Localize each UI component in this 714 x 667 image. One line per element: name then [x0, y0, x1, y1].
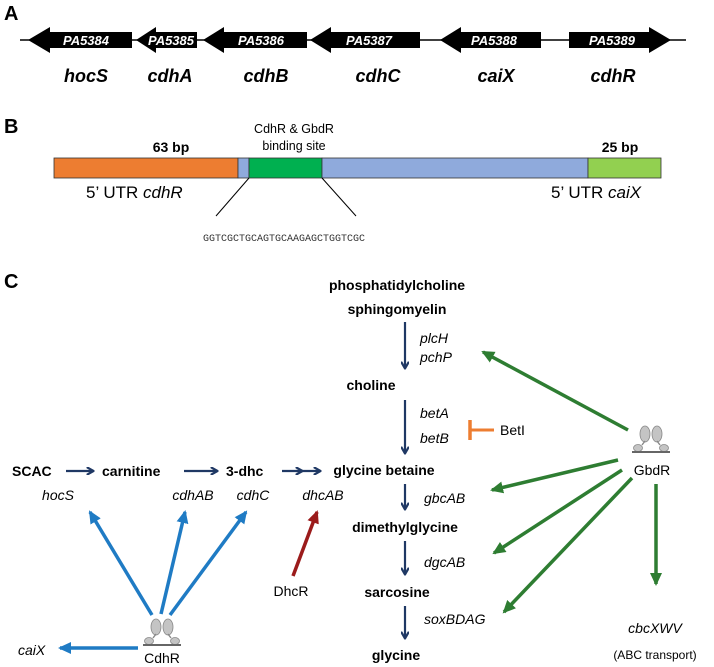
- binding-site-label-line1: CdhR & GbdR: [254, 122, 334, 136]
- dhcR-arrow-to-dhcAB: [291, 510, 319, 577]
- utr-cdhR-label: 5’ UTR cdhR: [86, 183, 183, 202]
- gene-arrow-cdhC: PA5387: [310, 27, 420, 53]
- gene-name-cdhB: cdhB: [244, 66, 289, 86]
- metabolite-3-dhc: 3-dhc: [226, 463, 264, 479]
- metabolite-dimethylglycine: dimethylglycine: [352, 519, 458, 535]
- panel-label-a: A: [4, 3, 18, 25]
- regulator-cdhR: CdhR: [144, 650, 180, 666]
- binding-sequence: GGTCGCTGCAGTGCAAGAGCTGGTCGC: [203, 234, 365, 245]
- gene-tag-cdhA: PA5385: [148, 33, 195, 48]
- spacer-segment: [237, 157, 250, 179]
- panel-label-b: B: [4, 116, 18, 138]
- cdhR-arrow-to-hocS: [88, 510, 154, 616]
- gene-arrow-caiX: PA5388: [440, 27, 541, 53]
- enzyme-soxBDAG: soxBDAG: [424, 611, 486, 627]
- zoom-line-left: [215, 177, 250, 217]
- utr-cdhR-segment: [53, 157, 239, 179]
- enzyme-hocS: hocS: [42, 487, 75, 503]
- gene-name-cdhA: cdhA: [148, 66, 193, 86]
- regulator-gbdR: GbdR: [634, 462, 671, 478]
- enzyme-gbcAB: gbcAB: [424, 490, 465, 506]
- gene-arrow-cdhB: PA5386: [203, 27, 307, 53]
- gene-tag-cdhB: PA5386: [238, 33, 285, 48]
- gene-tag-caiX: PA5388: [471, 33, 518, 48]
- binding-site-label-line2: binding site: [262, 139, 325, 153]
- metabolite-sphingomyelin: sphingomyelin: [348, 301, 447, 317]
- gbdR-arrow-to-pchP: [481, 350, 629, 432]
- metabolite-choline: choline: [346, 377, 395, 393]
- enzyme-pchP: pchP: [419, 349, 453, 365]
- gene-name-hocS: hocS: [64, 66, 108, 86]
- utr-caiX-segment: [587, 157, 662, 179]
- gene-arrow-hocS: PA5384: [28, 27, 132, 53]
- cdhR-arrow-to-cdhC: [168, 510, 248, 617]
- regulator-betI: BetI: [500, 422, 525, 438]
- abc-transport-label: (ABC transport): [613, 648, 696, 662]
- gene-tag-cdhR: PA5389: [589, 33, 636, 48]
- regulator-dhcR: DhcR: [273, 583, 308, 599]
- metabolite-glycine-betaine: glycine betaine: [333, 462, 434, 478]
- gbdR-arrow-to-dgcAB: [492, 468, 623, 555]
- enzyme-dgcAB: dgcAB: [424, 554, 465, 570]
- intergenic-segment: [321, 157, 589, 179]
- enzyme-betB: betB: [420, 430, 449, 446]
- enzyme-dhcAB: dhcAB: [302, 487, 343, 503]
- zoom-line-right: [321, 177, 357, 217]
- metabolite-scac: SCAC: [12, 463, 52, 479]
- left-length-label: 63 bp: [153, 139, 190, 155]
- enzyme-cdhC: cdhC: [237, 487, 271, 503]
- gene-tag-hocS: PA5384: [63, 33, 110, 48]
- metabolite-sarcosine: sarcosine: [364, 584, 430, 600]
- gene-name-caiX: caiX: [477, 66, 515, 86]
- gene-caiX-target: caiX: [18, 642, 46, 658]
- panel-label-c: C: [4, 271, 18, 293]
- cdhR-arrow-to-cdhAB: [159, 510, 189, 615]
- gene-cbcXWV: cbcXWV: [628, 620, 683, 636]
- gbdR-protein-icon: [632, 425, 670, 453]
- gene-name-cdhC: cdhC: [356, 66, 402, 86]
- right-length-label: 25 bp: [602, 139, 639, 155]
- gene-arrow-cdhA: PA5385: [136, 27, 197, 53]
- enzyme-plcH: plcH: [419, 330, 449, 346]
- metabolite-glycine: glycine: [372, 647, 420, 663]
- gene-arrow-cdhR: PA5389: [569, 27, 671, 53]
- gene-tag-cdhC: PA5387: [346, 33, 393, 48]
- enzyme-cdhAB: cdhAB: [172, 487, 213, 503]
- binding-site-segment: [248, 157, 323, 179]
- utr-caiX-label: 5’ UTR caiX: [551, 183, 642, 202]
- metabolite-carnitine: carnitine: [102, 463, 161, 479]
- metabolite-phosphatidylcholine: phosphatidylcholine: [329, 277, 465, 293]
- gbdR-arrow-to-gbcAB: [490, 458, 619, 494]
- enzyme-betA: betA: [420, 405, 449, 421]
- gene-name-cdhR: cdhR: [591, 66, 636, 86]
- gbdR-arrow-to-soxBDAG: [502, 476, 634, 614]
- cdhR-protein-icon: [143, 618, 181, 646]
